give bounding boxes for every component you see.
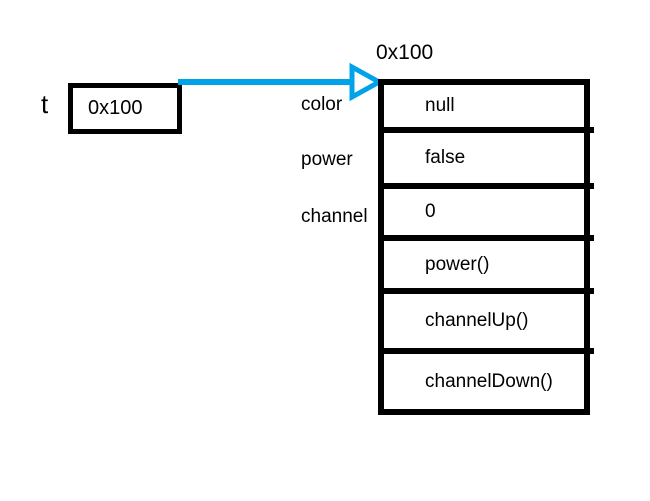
object-slot-row-channeldown-method: channelDown() <box>384 354 584 409</box>
slot-value: null <box>425 95 455 116</box>
divider-extension-mark <box>586 348 594 354</box>
object-slot-row-power: false <box>384 133 584 189</box>
object-slot-row-channel: 0 <box>384 189 584 241</box>
variable-name-label: t <box>41 89 49 119</box>
reference-arrow <box>178 62 385 102</box>
variable-box: 0x100 <box>68 83 182 134</box>
object-slot-row-color: null <box>384 85 584 133</box>
divider-extension-mark <box>586 127 594 133</box>
slot-value: power() <box>425 253 490 275</box>
object-box: null false 0 power() channelUp() channel… <box>378 79 590 415</box>
field-label-channel: channel <box>301 206 368 227</box>
variable-value: 0x100 <box>88 97 143 119</box>
divider-extension-mark <box>586 288 594 294</box>
field-label-color: color <box>301 94 343 115</box>
slot-value: 0 <box>425 201 436 222</box>
divider-extension-mark <box>586 235 594 241</box>
object-address-label: 0x100 <box>376 41 434 64</box>
object-slot-row-channelup-method: channelUp() <box>384 294 584 354</box>
divider-extension-mark <box>586 183 594 189</box>
slot-value: channelDown() <box>425 370 553 392</box>
arrow-head <box>349 62 385 102</box>
object-slot-row-power-method: power() <box>384 241 584 294</box>
field-label-power: power <box>301 149 353 170</box>
slot-value: false <box>425 147 466 168</box>
slot-value: channelUp() <box>425 310 529 331</box>
